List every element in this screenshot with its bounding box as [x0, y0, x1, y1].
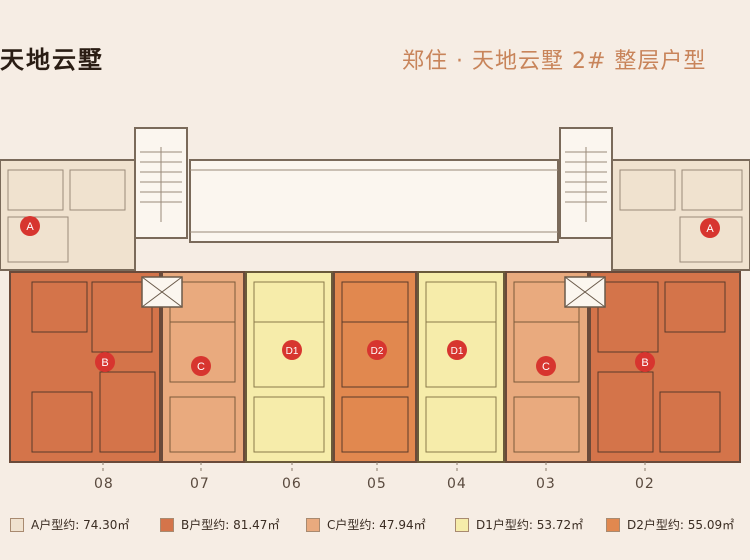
legend-swatch	[10, 517, 24, 532]
top-corridor	[134, 127, 613, 243]
unit-number-row: 08 07 06 05 04 03 02	[0, 476, 750, 500]
unit-d1-right	[417, 271, 505, 463]
legend-label: A户型约: 74.30㎡	[31, 518, 130, 532]
marker-label: B	[641, 357, 648, 369]
legend-item-c: C户型约: 47.94㎡	[306, 516, 426, 533]
marker-d1-left: D1	[282, 340, 302, 360]
legend-label: C户型约: 47.94㎡	[327, 518, 426, 532]
unit-number-08: 08	[94, 476, 114, 492]
marker-d1-right: D1	[447, 340, 467, 360]
marker-d2: D2	[367, 340, 387, 360]
marker-c-left: C	[191, 356, 211, 376]
legend-label: B户型约: 81.47㎡	[181, 518, 280, 532]
unit-b-right	[589, 271, 741, 463]
legend: A户型约: 74.30㎡ B户型约: 81.47㎡ C户型约: 47.94㎡ D…	[0, 510, 750, 540]
marker-label: A	[706, 223, 714, 235]
unit-d1-left	[245, 271, 333, 463]
legend-label: D2户型约: 55.09㎡	[627, 518, 735, 532]
unit-a-right	[611, 159, 750, 271]
unit-a-left	[0, 159, 136, 271]
legend-item-b: B户型约: 81.47㎡	[160, 516, 279, 533]
legend-swatch	[455, 517, 469, 532]
marker-label: C	[542, 361, 550, 373]
unit-b-left	[9, 271, 161, 463]
marker-label: B	[101, 357, 108, 369]
unit-d2	[333, 271, 417, 463]
project-logo: 天地云墅	[0, 45, 104, 74]
legend-swatch	[306, 517, 320, 532]
elevator-left	[141, 276, 183, 308]
floor-plan: A A B C D1 D2 D1 C B	[0, 127, 750, 472]
legend-item-d1: D1户型约: 53.72㎡	[455, 516, 583, 533]
marker-c-right: C	[536, 356, 556, 376]
marker-b-left: B	[95, 352, 115, 372]
marker-label: D2	[371, 346, 384, 357]
unit-number-05: 05	[367, 476, 387, 492]
marker-label: A	[26, 221, 34, 233]
elevator-right	[564, 276, 606, 308]
unit-number-07: 07	[190, 476, 210, 492]
marker-a-left: A	[20, 216, 40, 236]
legend-item-d2: D2户型约: 55.09㎡	[606, 516, 734, 533]
unit-number-02: 02	[635, 476, 655, 492]
marker-label: C	[197, 361, 205, 373]
marker-a-right: A	[700, 218, 720, 238]
marker-label: D1	[286, 346, 299, 357]
marker-label: D1	[451, 346, 464, 357]
marker-b-right: B	[635, 352, 655, 372]
legend-label: D1户型约: 53.72㎡	[476, 518, 584, 532]
unit-number-06: 06	[282, 476, 302, 492]
unit-number-03: 03	[536, 476, 556, 492]
legend-swatch	[160, 517, 174, 532]
unit-guides	[102, 462, 646, 472]
legend-item-a: A户型约: 74.30㎡	[10, 516, 129, 533]
legend-swatch	[606, 517, 620, 532]
page-title: 郑住 · 天地云墅 2# 整层户型	[402, 49, 707, 74]
unit-number-04: 04	[447, 476, 467, 492]
